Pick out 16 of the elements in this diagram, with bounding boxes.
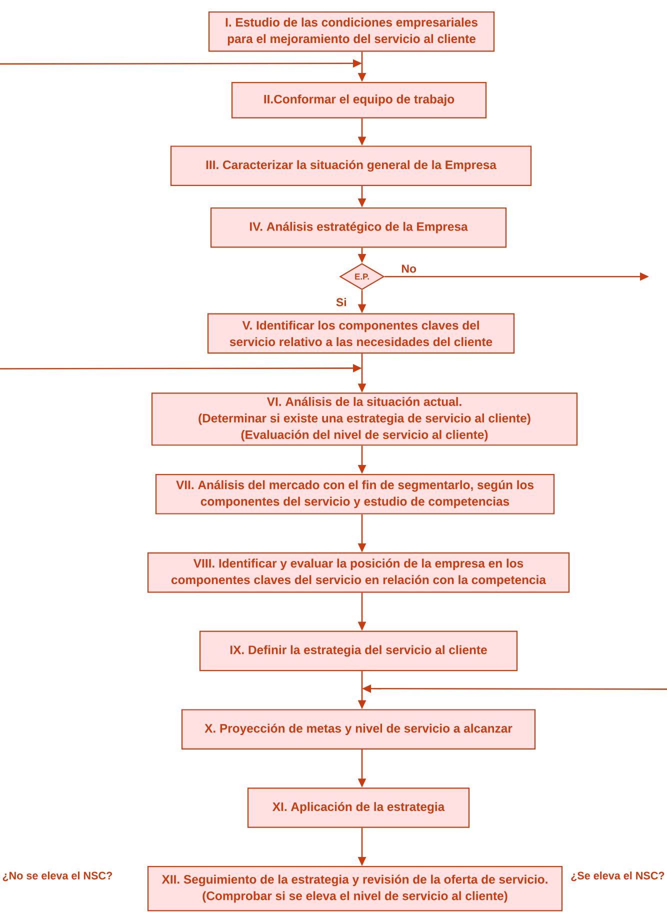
edge-label: Si [334,296,348,308]
side-note: ¿No se eleva el NSC? [2,872,112,882]
process-box: IX. Definir la estrategia del servicio al cliente [199,630,518,672]
side-note: ¿Se eleva el NSC? [571,872,664,882]
process-box: III. Caracterizar la situación general de la Empresa [170,146,532,186]
process-box: VII. Análisis del mercado con el fin de segmentarlo, según los componentes del servicio y estudio de competencias [155,474,555,514]
process-box: II.Conformar el equipo de trabajo [231,82,487,118]
process-box: V. Identificar los componentes claves del servicio relativo a las necesidades del cliente [207,313,515,354]
process-box: XII. Seguimiento de la estrategia y revisión de la oferta de servicio. (Comprobar si se eleva el nivel de servicio al cliente) [147,866,563,912]
edge-label: No [400,264,418,274]
process-box: X. Proyección de metas y nivel de servicio a alcanzar [181,709,536,750]
process-box: VIII. Identificar y evaluar la posición de la empresa en los componentes claves del servicio en relación con la competencia [147,552,570,593]
process-box: XI. Aplicación de la estrategia [247,788,470,828]
process-box: I. Estudio de las condiciones empresariales para el mejoramiento del servicio al cliente [208,11,495,52]
process-box: VI. Análisis de la situación actual. (Determinar si existe una estrategia de servicio al cliente) (Evaluación del nivel de servicio al cliente) [151,392,578,446]
process-box: IV. Análisis estratégico de la Empresa [210,207,507,248]
